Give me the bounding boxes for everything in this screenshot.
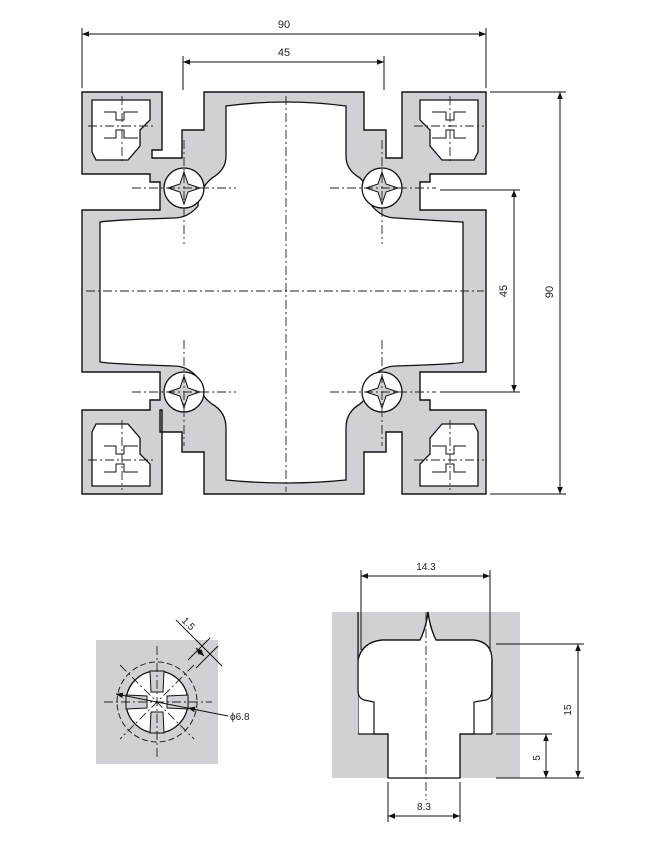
dim-opening: 8.3 bbox=[387, 782, 461, 822]
core-detail-view: 1.5 ϕ6.8 bbox=[96, 615, 250, 764]
dim-slot-pitch-vertical-label: 45 bbox=[498, 285, 510, 297]
dim-overall-width-label: 90 bbox=[278, 19, 290, 31]
dim-slot-pitch-horizontal: 45 bbox=[182, 47, 385, 90]
dim-opening-label: 8.3 bbox=[417, 802, 431, 813]
dim-bore: ϕ6.8 bbox=[115, 692, 250, 723]
main-profile-view: 90 45 90 45 bbox=[81, 19, 566, 495]
corner-hollow-bl bbox=[91, 423, 151, 487]
dim-overall-height-label: 90 bbox=[544, 286, 556, 298]
dim-lip-label: 5 bbox=[532, 755, 543, 761]
dim-lip: 5 bbox=[496, 733, 552, 778]
dim-slot-depth: 15 bbox=[496, 643, 584, 779]
dim-bore-label: ϕ6.8 bbox=[230, 712, 250, 723]
slot-detail-view: 14.3 15 5 8.3 bbox=[332, 562, 584, 822]
dim-slot-width-label: 14.3 bbox=[416, 562, 436, 573]
dim-slot-pitch-vertical: 45 bbox=[440, 189, 520, 393]
center-lines-main bbox=[86, 96, 484, 492]
dim-slot-depth-label: 15 bbox=[563, 704, 574, 716]
dim-overall-height: 90 bbox=[490, 91, 566, 495]
corner-hollow-br bbox=[419, 423, 479, 487]
dim-overall-width: 90 bbox=[81, 19, 487, 88]
dim-slot-pitch-horizontal-label: 45 bbox=[278, 47, 290, 59]
dim-wall-label: 1.5 bbox=[179, 615, 197, 633]
dim-slot-width: 14.3 bbox=[360, 562, 491, 650]
